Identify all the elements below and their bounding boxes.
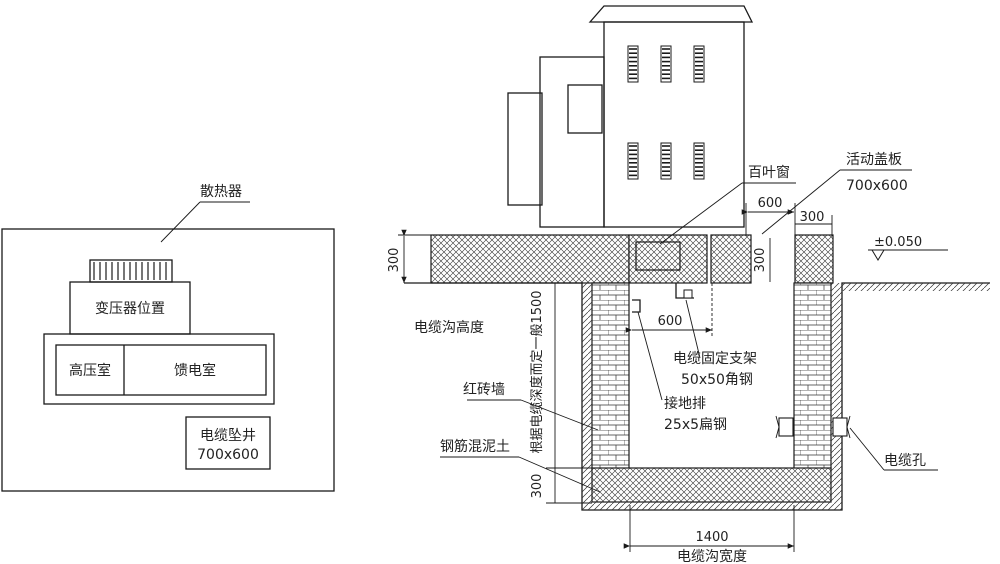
concrete-label: 钢筋混泥土	[440, 438, 510, 455]
hv-room-label: 高压室	[69, 362, 111, 379]
plan-view: 散热器 变压器位置 高压室 馈电室 电缆坠井 700x600	[1, 184, 335, 492]
ground-bar-spec: 25x5扁钢	[664, 417, 727, 433]
level-label: ±0.050	[874, 235, 922, 250]
brick-wall-left	[591, 282, 630, 471]
radiator-label: 散热器	[200, 184, 242, 200]
radiator-fins	[89, 259, 173, 283]
dim-300-left: 300	[387, 248, 402, 273]
ground-bar	[632, 299, 641, 313]
louver-vents	[627, 45, 705, 180]
transformer-label: 变压器位置	[95, 301, 165, 317]
cable-hole	[775, 415, 851, 439]
plan-boundary	[1, 228, 335, 492]
dim-300-slab: 300	[753, 248, 768, 273]
substation-building	[507, 5, 754, 228]
level-mark: ±0.050	[868, 235, 948, 261]
louver-window	[635, 241, 681, 271]
louver-label: 百叶窗	[748, 164, 790, 181]
trench-width-label: 电缆沟宽度	[677, 548, 747, 564]
cable-well-size: 700x600	[197, 447, 259, 463]
dim-600-top: 600	[758, 196, 783, 211]
room-inner	[55, 344, 267, 396]
brick-wall-label: 红砖墙	[463, 382, 505, 398]
dim-1400: 1400	[695, 530, 728, 545]
trench-height-label: 电缆沟高度	[414, 319, 484, 336]
cable-well-label: 电缆坠井	[200, 428, 256, 444]
bracket-label: 电缆固定支架	[673, 351, 757, 367]
slab-right	[794, 234, 834, 284]
brick-wall-right	[793, 282, 832, 471]
cover-plate-label: 活动盖板	[846, 152, 902, 168]
feeder-room-label: 馈电室	[174, 362, 216, 379]
dim-300-bottom: 300	[530, 474, 545, 499]
slab-left	[430, 234, 630, 284]
cover-plate-size: 700x600	[846, 178, 908, 194]
cable-hole-label: 电缆孔	[884, 453, 926, 469]
section-view: 600 300 ±0.050 300 300 600 根据电缆深度而定一般150…	[387, 5, 990, 564]
bracket-spec: 50x50角钢	[681, 372, 753, 388]
radiator-leader	[160, 201, 201, 243]
depth-note: 根据电缆深度而定一般1500	[529, 290, 545, 453]
cable-well-box	[185, 416, 271, 470]
slab-right-small	[710, 234, 752, 284]
ground-bar-label: 接地排	[664, 395, 706, 412]
room-outer	[43, 333, 275, 405]
dim-600-mid: 600	[658, 314, 683, 329]
trench-bottom-slab	[591, 467, 832, 503]
dim-300-right: 300	[800, 210, 825, 225]
